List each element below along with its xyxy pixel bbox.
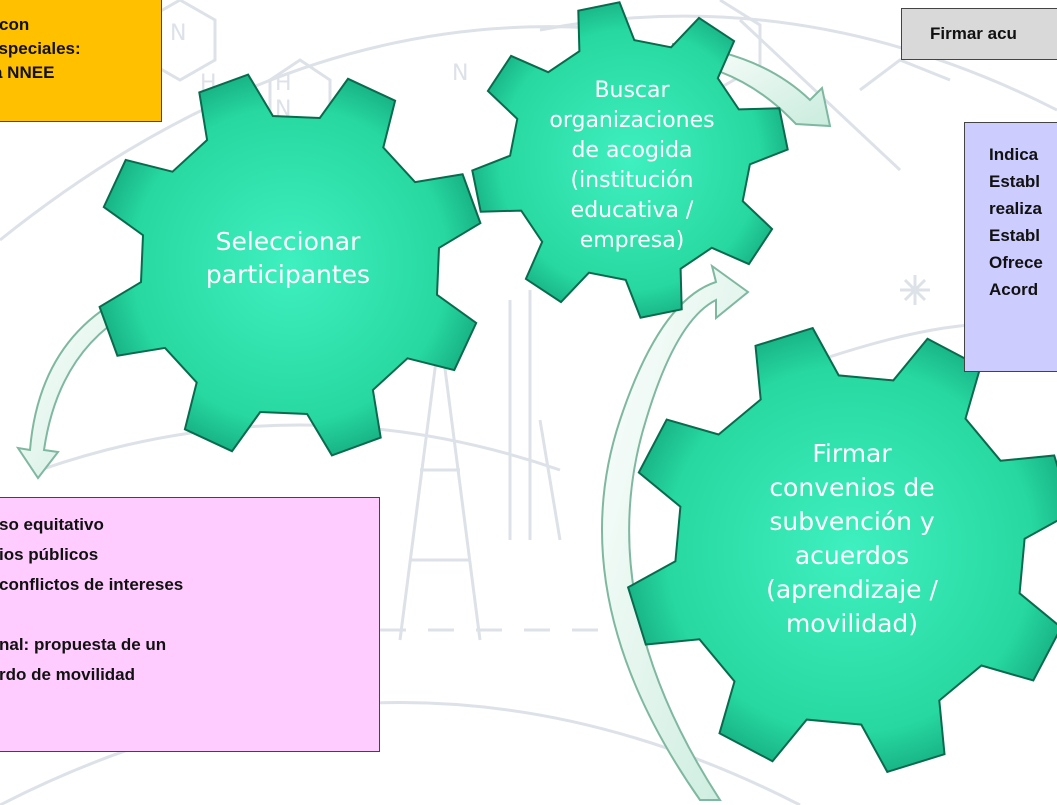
indicators-line: Acord	[989, 280, 1039, 299]
gear-icon	[626, 326, 1057, 774]
gear-label-line: participantes	[205, 260, 371, 289]
criteria-line	[0, 600, 379, 630]
gear-label-line: empresa)	[579, 228, 685, 253]
gear-label-line: acuerdos	[794, 541, 910, 570]
gear-label-line: convenios de	[769, 473, 935, 502]
special-needs-line: a NNEE	[0, 63, 55, 82]
sign-agreement-label: Firmar acu	[930, 24, 1017, 43]
indicators-box: Indica Establ realiza Establ Ofrece Acor…	[964, 122, 1057, 372]
criteria-line: rdo de movilidad	[0, 665, 136, 684]
svg-text:H: H	[275, 71, 292, 96]
special-needs-box: con especiales: a NNEE	[0, 0, 162, 122]
indicators-line: Establ	[989, 172, 1041, 191]
gear-label-line: Seleccionar	[215, 227, 361, 256]
gear-label-line: subvención y	[769, 507, 935, 536]
special-needs-line: con	[0, 15, 30, 34]
indicators-line: realiza	[989, 199, 1042, 218]
gear-label-line: Firmar	[812, 439, 892, 468]
special-needs-line: especiales:	[0, 39, 81, 58]
gear-body	[626, 326, 1057, 774]
gear-label-sign-grants: Firmar convenios de subvención y acuerdo…	[722, 437, 982, 641]
gear-label-line: (aprendizaje /	[766, 575, 938, 604]
criteria-line: ios públicos	[0, 545, 99, 564]
gear-label-select-participants: Seleccionar participantes	[188, 225, 388, 291]
gear-label-line: movilidad)	[785, 609, 919, 638]
gear-label-find-host: Buscar organizaciones de acogida (instit…	[532, 76, 732, 256]
criteria-line: conflictos de intereses	[0, 575, 184, 594]
indicators-line: Establ	[989, 226, 1041, 245]
indicators-line: Ofrece	[989, 253, 1043, 272]
gear-label-line: de acogida	[571, 138, 693, 163]
indicators-line: Indica	[989, 145, 1039, 164]
gear-label-line: organizaciones	[549, 108, 715, 133]
gear-icon	[471, 1, 789, 319]
sign-agreement-box: Firmar acu	[901, 8, 1057, 60]
criteria-line: nal: propuesta de un	[0, 635, 167, 654]
gear-body	[98, 73, 482, 457]
gear-label-line: Buscar	[594, 78, 670, 103]
svg-text:N: N	[170, 21, 186, 46]
criteria-line: so equitativo	[0, 515, 104, 534]
svg-text:N: N	[452, 61, 468, 86]
gear-body	[471, 1, 789, 319]
gear-label-line: (institución	[570, 168, 694, 193]
selection-criteria-box: so equitativo ios públicos conflictos de…	[0, 497, 380, 752]
gear-icon	[98, 73, 482, 457]
gear-label-line: educativa /	[570, 198, 694, 223]
